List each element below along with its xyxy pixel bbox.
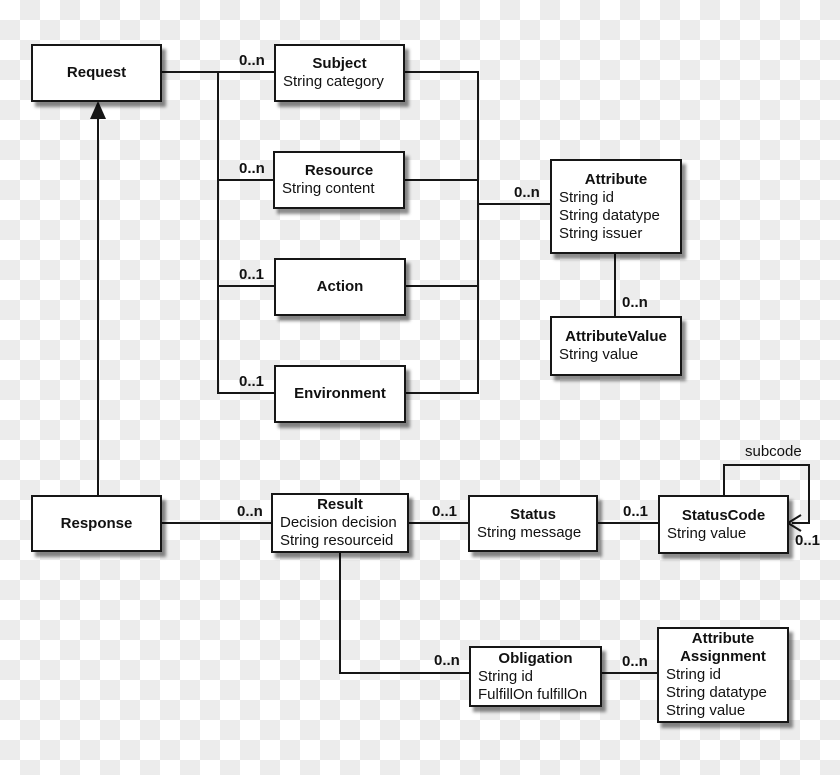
connector-result-status (407, 522, 468, 524)
connector-subcode-loop-arrow (792, 522, 810, 524)
class-attribute-line: String resourceid (280, 532, 394, 549)
class-title: Result (317, 496, 363, 513)
connector-attribute-attributevalue (614, 254, 616, 317)
connector-subject-attribute (403, 71, 479, 73)
multiplicity-status-statuscode: 0..1 (623, 503, 649, 520)
class-attribute-line: String datatype (559, 206, 660, 224)
multiplicity-request-resource: 0..n (239, 160, 265, 177)
class-title: Request (66, 64, 127, 81)
class-title: Status (510, 505, 556, 523)
connector-action-attribute (404, 285, 479, 287)
class-attribute-line: String value (559, 346, 639, 363)
class-attribute-line: String content (282, 180, 375, 197)
multiplicity-attribute: 0..n (514, 184, 540, 201)
class-title: Obligation (498, 649, 573, 667)
class-attribute-line: FulfillOn fulfillOn (478, 685, 588, 703)
class-attribute-line: String datatype (666, 684, 767, 701)
class-attribute-line: String message (477, 523, 582, 541)
class-attribute-line: String issuer (559, 224, 643, 242)
connector-result-obligation (339, 672, 469, 674)
connector-request-environment (217, 392, 274, 394)
connector-result-obligation-vertical (339, 552, 341, 674)
class-box-action: Action (274, 258, 406, 316)
class-attribute-line: String id (478, 667, 534, 685)
class-attribute-line: String id (666, 666, 722, 683)
class-title: Attribute Assignment (680, 630, 766, 665)
multiplicity-attributevalue: 0..n (622, 294, 648, 311)
class-title: Subject (312, 55, 367, 72)
class-attribute-line: String value (666, 702, 746, 719)
class-box-obligation: Obligation String id FulfillOn fulfillOn (469, 646, 602, 707)
connector-status-statuscode (596, 522, 658, 524)
multiplicity-response-result: 0..n (237, 503, 263, 520)
connector-to-attribute (477, 203, 551, 205)
class-box-subject: Subject String category (274, 44, 405, 102)
class-attribute-line: String value (667, 524, 747, 542)
class-box-response: Response (31, 495, 162, 552)
class-attribute-line: String id (559, 188, 615, 206)
association-label-subcode: subcode (745, 443, 802, 460)
class-title: Environment (294, 385, 386, 402)
multiplicity-request-environment: 0..1 (239, 373, 265, 390)
connector-resource-attribute (403, 179, 479, 181)
connector-request-resource (217, 179, 273, 181)
class-box-request: Request (31, 44, 162, 102)
class-title: AttributeValue (565, 328, 667, 345)
connector-attribute-branch-vertical (477, 71, 479, 394)
class-box-attributeassignment: Attribute Assignment String id String da… (657, 627, 789, 723)
connector-environment-attribute (404, 392, 479, 394)
connector-subcode-loop-right (808, 464, 810, 524)
connector-obligation-attributeassignment (600, 672, 657, 674)
class-title: StatusCode (681, 506, 766, 524)
class-box-resource: Resource String content (273, 151, 405, 209)
multiplicity-result-obligation: 0..n (434, 652, 460, 669)
class-title: Resource (304, 162, 374, 179)
class-box-attributevalue: AttributeValue String value (550, 316, 682, 376)
class-box-environment: Environment (274, 365, 406, 423)
multiplicity-request-action: 0..1 (239, 266, 265, 283)
connector-subcode-loop-top (723, 464, 810, 466)
multiplicity-obligation-attributeassignment: 0..n (622, 653, 648, 670)
class-title: Response (60, 514, 133, 532)
class-title: Attribute (584, 170, 648, 188)
connector-response-request (97, 118, 99, 495)
class-attribute-line: Decision decision (280, 514, 397, 531)
connector-subcode-loop-left (723, 464, 725, 496)
arrowhead-up-icon (90, 101, 106, 119)
connector-request-action (217, 285, 274, 287)
class-title: Action (316, 278, 364, 295)
class-box-attribute: Attribute String id String datatype Stri… (550, 159, 682, 254)
class-box-result: Result Decision decision String resource… (271, 493, 409, 553)
class-attribute-line: String category (283, 73, 384, 90)
connector-request-branch-vertical (217, 71, 219, 394)
multiplicity-subcode: 0..1 (795, 532, 821, 549)
connector-response-result (160, 522, 271, 524)
multiplicity-result-status: 0..1 (432, 503, 458, 520)
multiplicity-request-subject: 0..n (239, 52, 265, 69)
class-box-statuscode: StatusCode String value (658, 495, 789, 554)
class-box-status: Status String message (468, 495, 598, 552)
